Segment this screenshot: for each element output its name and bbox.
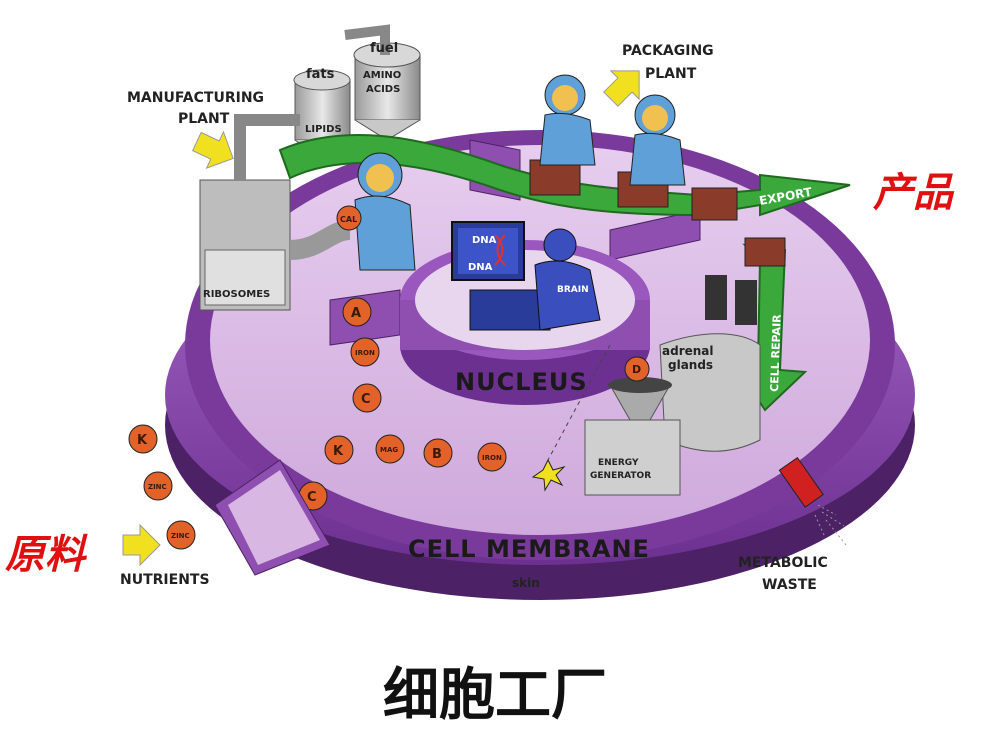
zinc-1: ZINC <box>143 471 173 501</box>
cell-repair-label: CELL REPAIR <box>768 314 784 392</box>
figure-caption: 细胞工厂 <box>383 663 607 728</box>
fats-label: fats <box>306 67 335 82</box>
nutrient-chute <box>214 459 331 576</box>
nutrients-label: NUTRIENTS <box>120 572 210 588</box>
svg-text:ZINC: ZINC <box>148 483 167 491</box>
vitamin-a: A <box>342 297 372 327</box>
spark-icon <box>531 344 611 492</box>
dna-bottom-label: DNA <box>468 262 493 273</box>
iron-2: IRON <box>477 442 507 472</box>
energy-generator: ENERGY GENERATOR <box>584 275 757 496</box>
worker-packaging-2 <box>629 94 686 186</box>
vitamin-k: K <box>324 435 354 465</box>
energy-label: ENERGY <box>598 458 639 468</box>
nucleus-label: NUCLEUS <box>455 368 588 396</box>
raw-material-annotation: 原料 <box>5 531 85 578</box>
lipids-label: LIPIDS <box>305 124 342 135</box>
fuel-label: fuel <box>370 41 398 56</box>
plant-label-2: PLANT <box>645 66 697 82</box>
dna-top-label: DNA <box>472 235 497 246</box>
cell-membrane-label: CELL MEMBRANE <box>408 535 650 563</box>
svg-text:IRON: IRON <box>355 349 375 357</box>
ribosome-machinery: RIBOSOMES <box>199 114 352 311</box>
vitamin-b: B <box>423 438 453 468</box>
svg-text:IRON: IRON <box>482 454 502 462</box>
adrenal-glands: adrenal glands <box>659 333 761 452</box>
vitamin-d: D <box>624 356 650 382</box>
acids-label: ACIDS <box>366 84 400 95</box>
silos: fats fuel AMINO ACIDS LIPIDS <box>293 24 421 161</box>
amino-label: AMINO <box>363 70 401 81</box>
svg-text:A: A <box>351 306 361 321</box>
brain-label: BRAIN <box>557 285 589 295</box>
worker-packaging-1 <box>539 74 596 166</box>
workers: CAL <box>336 74 686 271</box>
vitamin-c: C <box>352 383 382 413</box>
svg-text:K: K <box>137 433 148 448</box>
svg-text:C: C <box>307 490 317 505</box>
svg-text:C: C <box>361 392 371 407</box>
generator-label: GENERATOR <box>590 471 651 481</box>
metabolic-label: METABOLIC <box>738 555 828 571</box>
svg-text:B: B <box>432 447 442 462</box>
svg-text:ZINC: ZINC <box>171 532 190 540</box>
ribosomes-label: RIBOSOMES <box>203 289 270 300</box>
plant-label-1: PLANT <box>178 111 230 127</box>
coil-stacks <box>705 275 757 325</box>
vitamin-k-outside: K <box>128 424 158 454</box>
worker-cal: CAL <box>336 152 416 271</box>
adrenal-label: adrenal <box>662 344 714 358</box>
dna-computer: DNA DNA BRAIN <box>451 221 601 331</box>
iron-1: IRON <box>350 337 380 367</box>
pointer-arrows <box>122 70 640 567</box>
waste-pipe <box>778 456 847 546</box>
waste-label: WASTE <box>762 577 817 593</box>
svg-text:D: D <box>632 363 641 376</box>
cal-label: CAL <box>340 215 357 224</box>
manufacturing-label: MANUFACTURING <box>127 90 264 106</box>
glands-label: glands <box>668 358 713 372</box>
magnesium: MAG <box>375 434 405 464</box>
packaging-label: PACKAGING <box>622 43 714 59</box>
skin-label: skin <box>512 576 540 590</box>
product-annotation: 产品 <box>873 169 953 216</box>
svg-text:MAG: MAG <box>380 446 398 454</box>
svg-text:K: K <box>333 444 344 459</box>
zinc-2: ZINC <box>166 520 196 550</box>
